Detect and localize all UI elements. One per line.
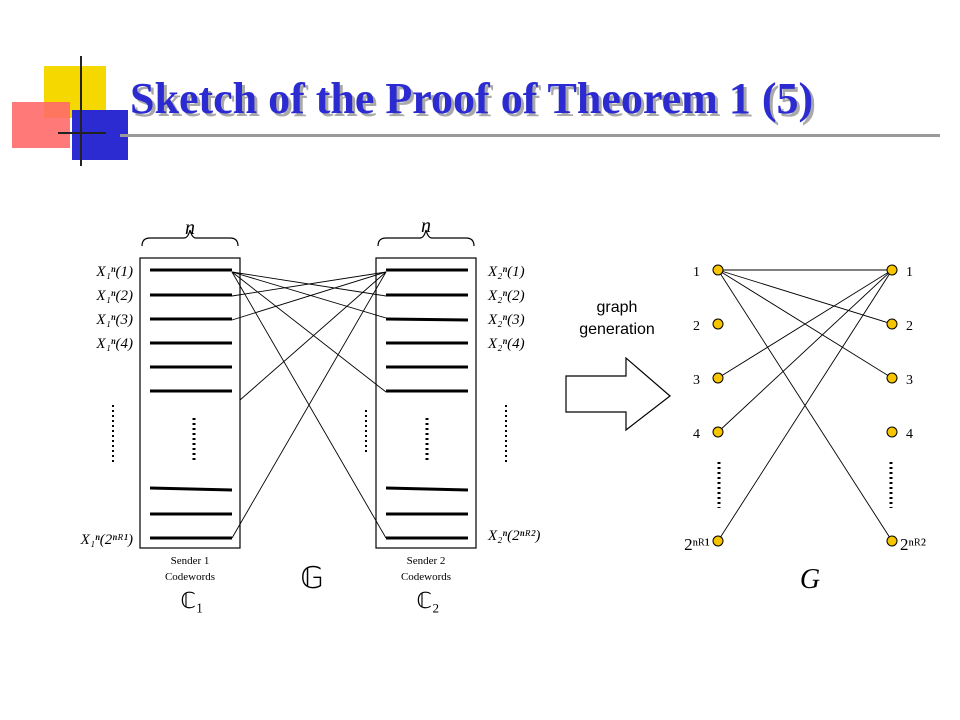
graph-edge-5 [717, 269, 893, 379]
title-underline [120, 134, 940, 137]
codebook-2: n X₂ⁿ(1) X₂ⁿ(2) X₂ⁿ(3) X₂ⁿ(4) X₂ⁿ(2ⁿᴿ²) … [365, 215, 540, 613]
codebook-1-label-last: X₁ⁿ(2ⁿᴿ¹) [80, 532, 133, 548]
slide-title-shadow: Sketch of the Proof of Theorem 1 (5) [133, 77, 817, 126]
graph-right-label-4: 4 [906, 427, 913, 442]
codebook-1: n X₁ⁿ(1) X₁ⁿ(2) X₁ⁿ(3) X₁ⁿ(4) X₁ⁿ(2ⁿᴿ¹) … [80, 217, 241, 613]
codebook-1-label-4: X₁ⁿ(4) [95, 336, 133, 352]
graph-left-node-4 [712, 426, 724, 438]
graph-edge-1 [717, 269, 893, 325]
codebook-1-symbol: ℂ₁ [180, 588, 203, 613]
codebook-1-frame [139, 257, 241, 549]
codebook-2-frame [375, 257, 477, 549]
codebook-2-codeword-7 [385, 486, 469, 492]
pairing-line-6 [231, 271, 387, 321]
codebook-1-label-3: X₁ⁿ(3) [95, 312, 133, 328]
codebook-2-codeword-3 [385, 317, 469, 322]
codebook-2-brace [377, 229, 475, 247]
pairing-line-3 [231, 271, 387, 393]
slide-title-text: Sketch of the Proof of Theorem 1 (5) [130, 74, 814, 123]
graph-left-node-3 [712, 372, 724, 384]
graph-right-label-last: 2ⁿᴿ² [900, 535, 926, 554]
codebook-2-codewords [385, 268, 469, 540]
codebook-2-caption-line2: Codewords [401, 571, 451, 583]
graph-right-label-1: 1 [906, 265, 913, 280]
graph-left-node-2 [712, 318, 724, 330]
codebook-1-caption-line1: Sender 1 [171, 555, 210, 567]
codebook-2-label-2: X₂ⁿ(2) [487, 288, 525, 304]
graph-left-node-1 [712, 264, 724, 276]
codebook-2-caption-line1: Sender 2 [407, 555, 446, 567]
codebook-1-caption-line2: Codewords [165, 571, 215, 583]
codebook-1-codewords [149, 268, 233, 540]
graph-right-label-3: 3 [906, 373, 913, 388]
codebook-1-length-label: n [185, 217, 195, 239]
pairing-line-8 [231, 271, 387, 539]
pairing-line-7 [239, 271, 387, 401]
codebook-2-label-3: X₂ⁿ(3) [487, 312, 525, 328]
pairing-line-5 [231, 271, 387, 297]
codebook-1-brace [141, 229, 239, 247]
graph-right-node-last [886, 535, 898, 547]
pairing-line-2 [231, 271, 387, 319]
codebook-2-length-label: n [421, 215, 431, 237]
codebook-1-label-2: X₁ⁿ(2) [95, 288, 133, 304]
slide-title: Sketch of the Proof of Theorem 1 (5) Ske… [130, 72, 817, 126]
codebook-2-label-4: X₂ⁿ(4) [487, 336, 525, 352]
deco-red-square [12, 102, 70, 148]
graph-edge-7 [717, 269, 893, 542]
graph-left-label-last: 2ⁿᴿ¹ [684, 535, 710, 554]
graph-right-node-4 [886, 426, 898, 438]
codebook-2-symbol: ℂ₂ [416, 588, 439, 613]
codebook-pairing-lines [231, 271, 387, 539]
graph-left-label-1: 1 [693, 265, 700, 280]
graph-edge-6 [717, 269, 893, 433]
graph-nodes [712, 264, 898, 547]
codebook-2-label-last: X₂ⁿ(2ⁿᴿ²) [487, 528, 540, 544]
graph-edges [717, 269, 893, 542]
graph-left-label-4: 4 [693, 427, 700, 442]
deco-vertical-line [80, 56, 82, 166]
graph-symbol: G [800, 564, 820, 595]
arrow-label-line1: graph [597, 299, 638, 316]
graph-right-node-1 [886, 264, 898, 276]
graph-generation-arrow-icon [565, 356, 671, 432]
codebook-1-codeword-7 [149, 486, 233, 492]
graph-right-node-2 [886, 318, 898, 330]
graph-right-node-3 [886, 372, 898, 384]
arrow-label-line2: generation [579, 321, 655, 338]
graph-left-label-3: 3 [693, 373, 700, 388]
codebook-2-label-1: X₂ⁿ(1) [487, 264, 525, 280]
deco-horizontal-line [58, 132, 106, 134]
graph-left-node-last [712, 535, 724, 547]
codebook-1-label-1: X₁ⁿ(1) [95, 264, 133, 280]
graph-right-label-2: 2 [906, 319, 913, 334]
graph-left-label-2: 2 [693, 319, 700, 334]
codebook-set-symbol: 𝔾 [300, 562, 323, 595]
